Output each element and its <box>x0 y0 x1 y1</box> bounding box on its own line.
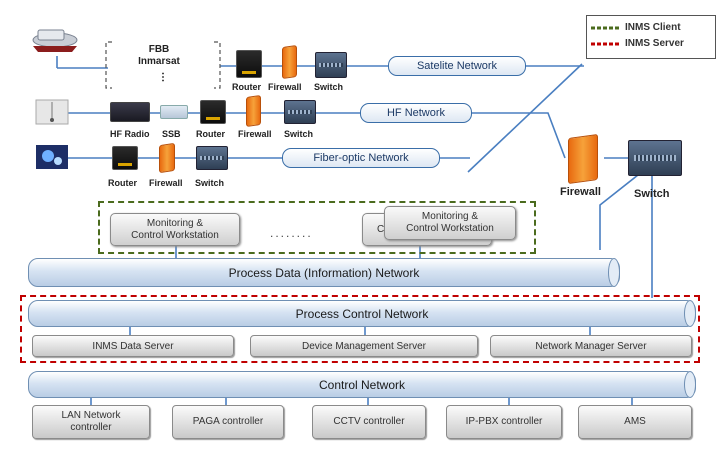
monitoring-workstation-right: Monitoring & Control Workstation <box>384 206 516 240</box>
legend-swatches <box>591 26 619 46</box>
row1-firewall-label: Firewall <box>268 82 302 92</box>
router-icon <box>200 100 226 124</box>
fiber-optic-network-pill: Fiber-optic Network <box>282 148 440 168</box>
core-switch-icon <box>628 140 682 176</box>
router-icon <box>236 50 262 78</box>
ssb-icon <box>160 105 188 119</box>
row3-firewall-label: Firewall <box>149 178 183 188</box>
row2-firewall-label: Firewall <box>238 129 272 139</box>
process-data-network: Process Data (Information) Network <box>28 258 620 287</box>
workstation-ellipsis: ........ <box>270 226 313 240</box>
satellite-network-pill: Satelite Network <box>388 56 526 76</box>
device-management-server: Device Management Server <box>250 335 478 357</box>
ams-controller: AMS <box>578 405 692 439</box>
firewall-icon <box>282 44 297 80</box>
firewall-icon <box>159 142 175 174</box>
satellite-antenna-icon <box>32 29 78 52</box>
network-manager-server: Network Manager Server <box>490 335 692 357</box>
row3-router-label: Router <box>108 178 137 188</box>
row1-switch-label: Switch <box>314 82 344 92</box>
firewall-icon <box>246 94 261 128</box>
inms-server-zone <box>20 295 700 363</box>
fbb-inmarsat-label: FBB Inmarsat <box>138 44 180 67</box>
switch-icon <box>196 146 228 170</box>
paga-controller: PAGA controller <box>172 405 284 439</box>
cctv-controller: CCTV controller <box>312 405 426 439</box>
monitoring-workstation-left: Monitoring & Control Workstation <box>110 213 240 246</box>
switch-icon <box>315 52 347 78</box>
control-network: Control Network <box>28 371 696 398</box>
row3-switch-label: Switch <box>195 178 225 188</box>
legend: INMS Client INMS Server <box>586 15 716 59</box>
hf-antenna-icon <box>35 99 69 125</box>
legend-server-label: INMS Server <box>625 38 684 49</box>
row2-ssb-label: SSB <box>162 129 181 139</box>
fbb-ellipsis: ⋮ <box>158 72 168 83</box>
legend-client-label: INMS Client <box>625 22 681 33</box>
row2-hf-radio-label: HF Radio <box>110 129 150 139</box>
inms-data-server: INMS Data Server <box>32 335 234 357</box>
router-icon <box>112 146 138 170</box>
row1-router-label: Router <box>232 82 261 92</box>
fiber-optic-icon <box>36 145 68 169</box>
process-control-network: Process Control Network <box>28 300 696 327</box>
ip-pbx-controller: IP-PBX controller <box>446 405 562 439</box>
hf-network-pill: HF Network <box>360 103 472 123</box>
lan-network-controller: LAN Network controller <box>32 405 150 439</box>
core-switch-label: Switch <box>634 188 670 200</box>
row2-router-label: Router <box>196 129 225 139</box>
switch-icon <box>284 100 316 124</box>
core-firewall-label: Firewall <box>560 186 601 198</box>
inms-client-zone <box>98 201 536 254</box>
core-firewall-icon <box>568 133 598 185</box>
hf-radio-icon <box>110 102 150 122</box>
row2-switch-label: Switch <box>284 129 314 139</box>
